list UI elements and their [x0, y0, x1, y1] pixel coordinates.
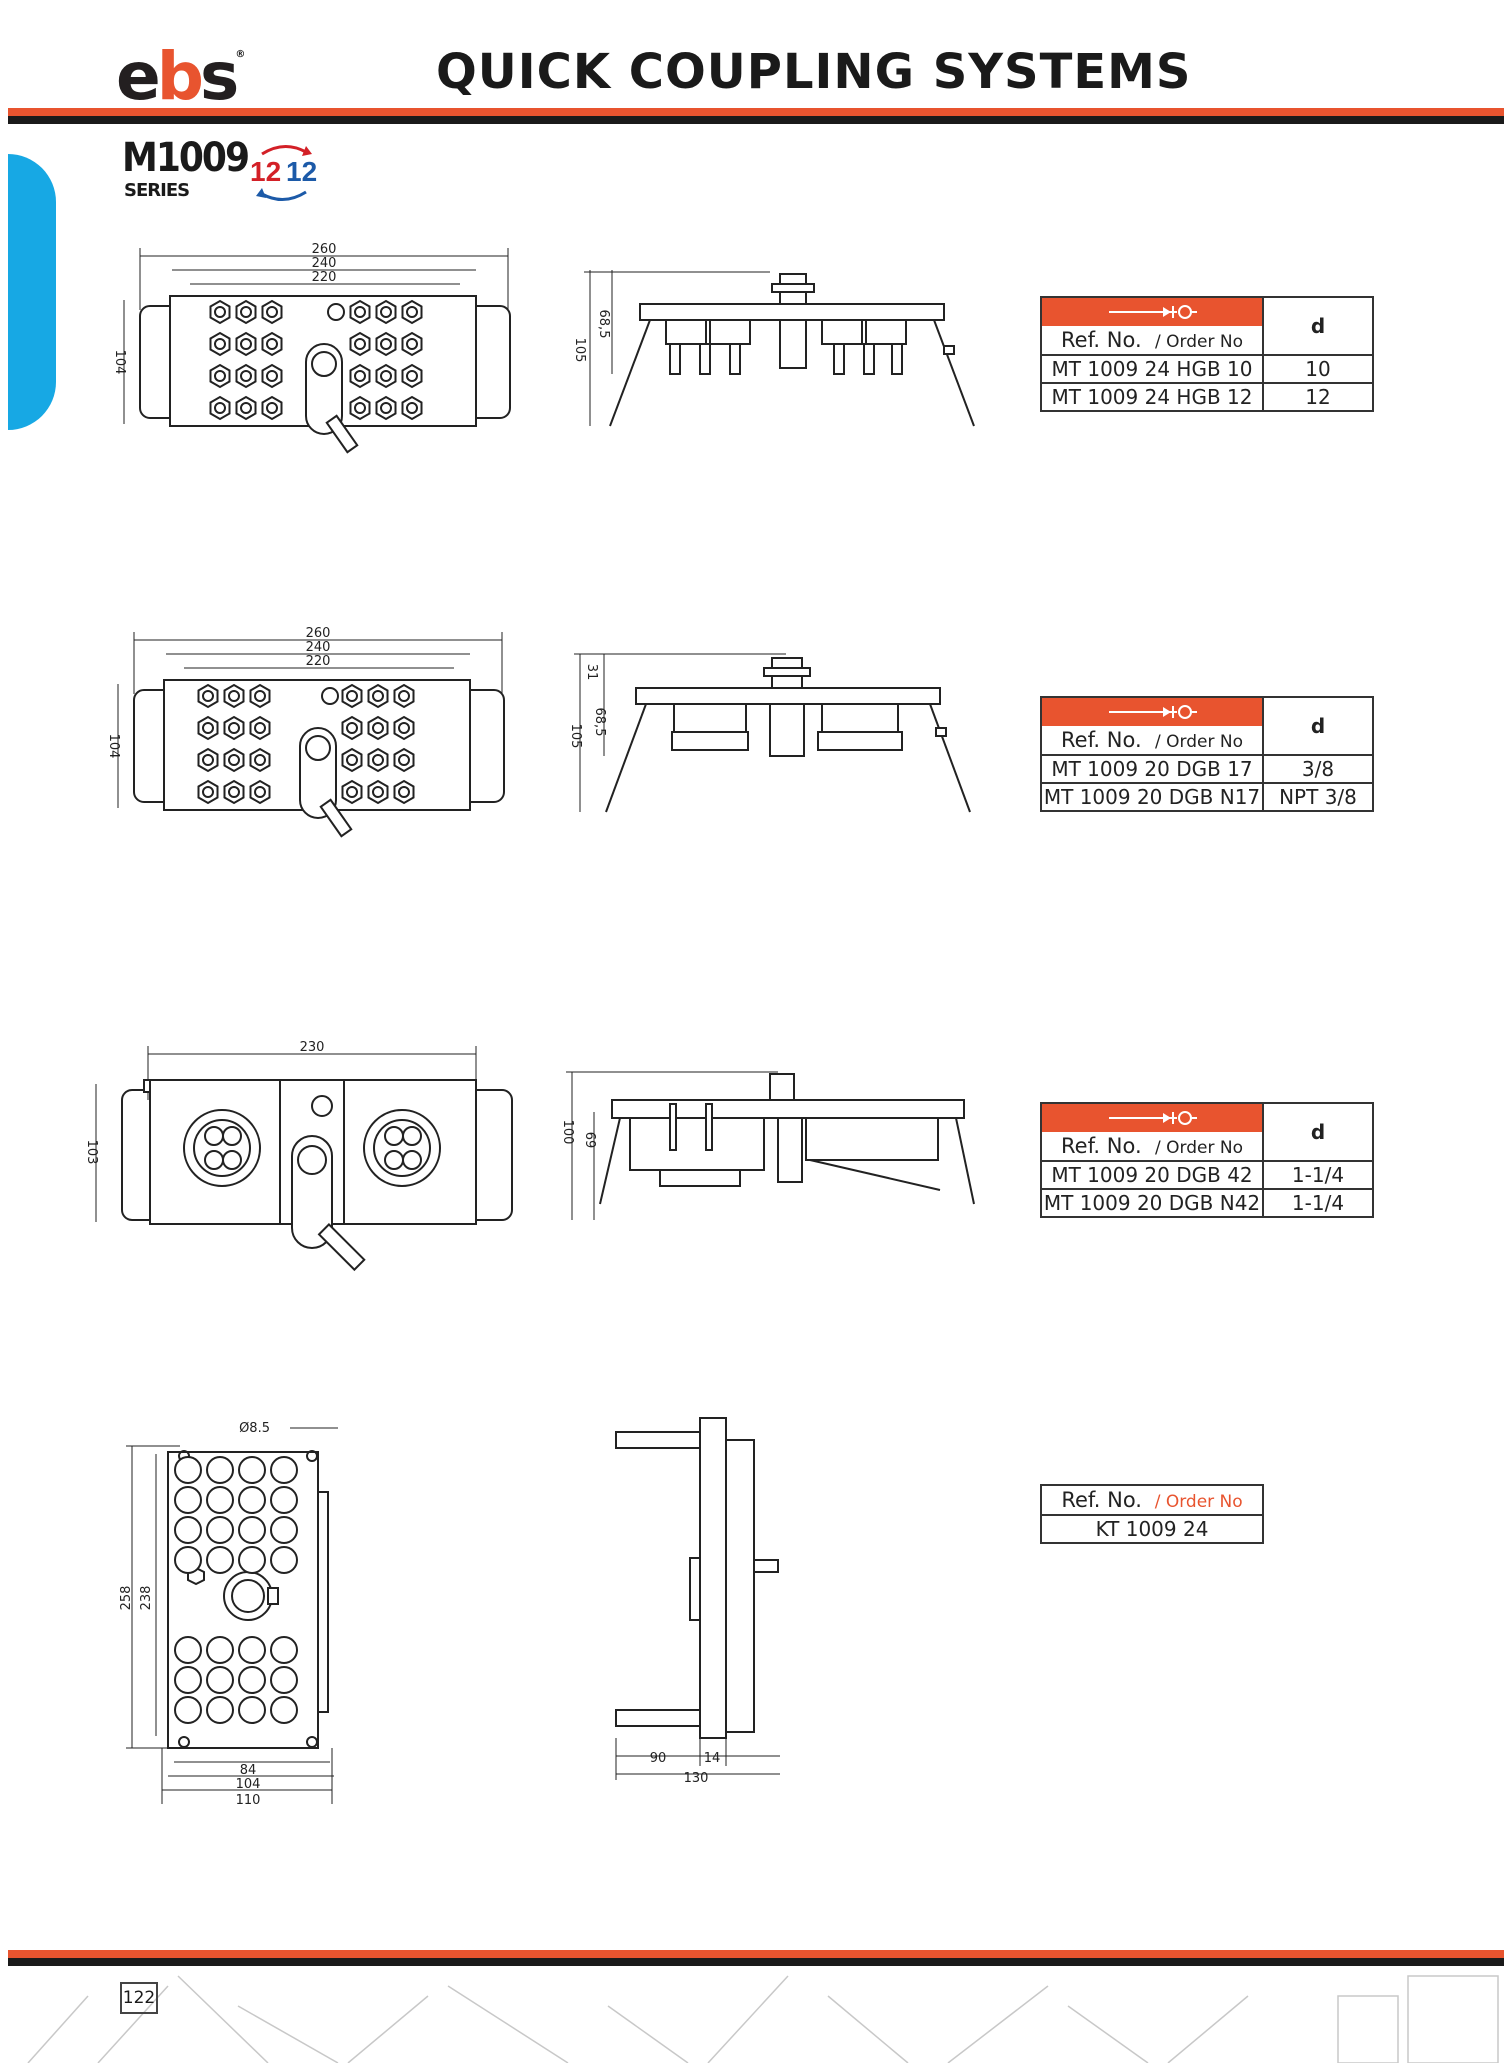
svg-text:14: 14	[704, 1751, 721, 1766]
series-code: M1009	[122, 135, 250, 181]
svg-text:240: 240	[312, 256, 337, 271]
svg-text:105: 105	[568, 724, 583, 749]
svg-text:230: 230	[300, 1040, 325, 1055]
rotate-arrows-icon	[256, 145, 312, 201]
svg-text:103: 103	[84, 1140, 99, 1165]
svg-text:105: 105	[572, 338, 587, 363]
coupling-arrow-header	[1040, 296, 1264, 326]
series-label: SERIES	[124, 180, 190, 201]
table-row: KT 1009 24	[1040, 1514, 1264, 1544]
d-header: d	[1262, 296, 1374, 356]
d-header: d	[1262, 1102, 1374, 1162]
spec-table-4: Ref. No. / Order No KT 1009 24	[1040, 1484, 1264, 1544]
ebs-logo: ebs®	[116, 38, 246, 115]
svg-text:260: 260	[306, 626, 331, 641]
ref-order-header: Ref. No. / Order No	[1040, 1484, 1264, 1516]
ref-order-header: Ref. No. / Order No	[1040, 1132, 1264, 1162]
svg-text:110: 110	[236, 1793, 261, 1808]
svg-text:258: 258	[119, 1586, 134, 1611]
page-title: QUICK COUPLING SYSTEMS	[436, 44, 1192, 100]
svg-text:84: 84	[240, 1763, 257, 1778]
drawing-3-side-view: 100 69	[560, 1071, 975, 1220]
svg-text:Ø8.5: Ø8.5	[239, 1421, 270, 1436]
svg-text:104: 104	[236, 1777, 261, 1792]
svg-text:31: 31	[584, 664, 599, 681]
svg-text:68,5: 68,5	[592, 708, 607, 737]
ref-order-header: Ref. No. / Order No	[1040, 326, 1264, 356]
side-tab	[8, 154, 56, 430]
drawing-4-side-view: 90 14 130	[615, 1417, 780, 1786]
svg-text:90: 90	[650, 1751, 667, 1766]
coupling-arrow-icon	[1109, 305, 1197, 319]
coupling-arrow-header	[1040, 696, 1264, 726]
drawing-1-side-view: 105 68,5	[572, 270, 975, 427]
svg-text:130: 130	[684, 1771, 709, 1786]
ref-order-header: Ref. No. / Order No	[1040, 726, 1264, 756]
svg-text:260: 260	[312, 242, 337, 257]
svg-text:104: 104	[106, 734, 121, 759]
rotation-badge: 12 12	[248, 140, 320, 204]
d-header: d	[1262, 696, 1374, 756]
header-rule-black	[8, 116, 1504, 124]
svg-text:220: 220	[306, 654, 331, 669]
header-rule-orange	[8, 108, 1504, 116]
footer-rule-black	[8, 1958, 1504, 1966]
drawing-2-front-view: 260 240 220 104	[106, 626, 505, 838]
svg-text:69: 69	[582, 1132, 597, 1149]
svg-text:68,5: 68,5	[596, 310, 611, 339]
drawing-3-front-view: 230 103	[84, 1040, 513, 1272]
svg-text:104: 104	[112, 350, 127, 375]
coupling-arrow-header	[1040, 1102, 1264, 1132]
svg-text:240: 240	[306, 640, 331, 655]
svg-text:238: 238	[139, 1586, 154, 1611]
drawing-2-side-view: 31 105 68,5	[568, 653, 971, 813]
svg-text:220: 220	[312, 270, 337, 285]
page-number: 122	[120, 1982, 158, 2014]
footer-background-pattern	[27, 1975, 1499, 2063]
svg-text:100: 100	[560, 1120, 575, 1145]
drawing-4-front-view: Ø8.5 258 238 84 104 110	[119, 1421, 338, 1808]
coupling-arrow-icon	[1109, 1111, 1197, 1125]
drawing-1-front-view: 260 240 220 104	[112, 242, 511, 454]
footer-rule-orange	[8, 1950, 1504, 1958]
coupling-arrow-icon	[1109, 705, 1197, 719]
